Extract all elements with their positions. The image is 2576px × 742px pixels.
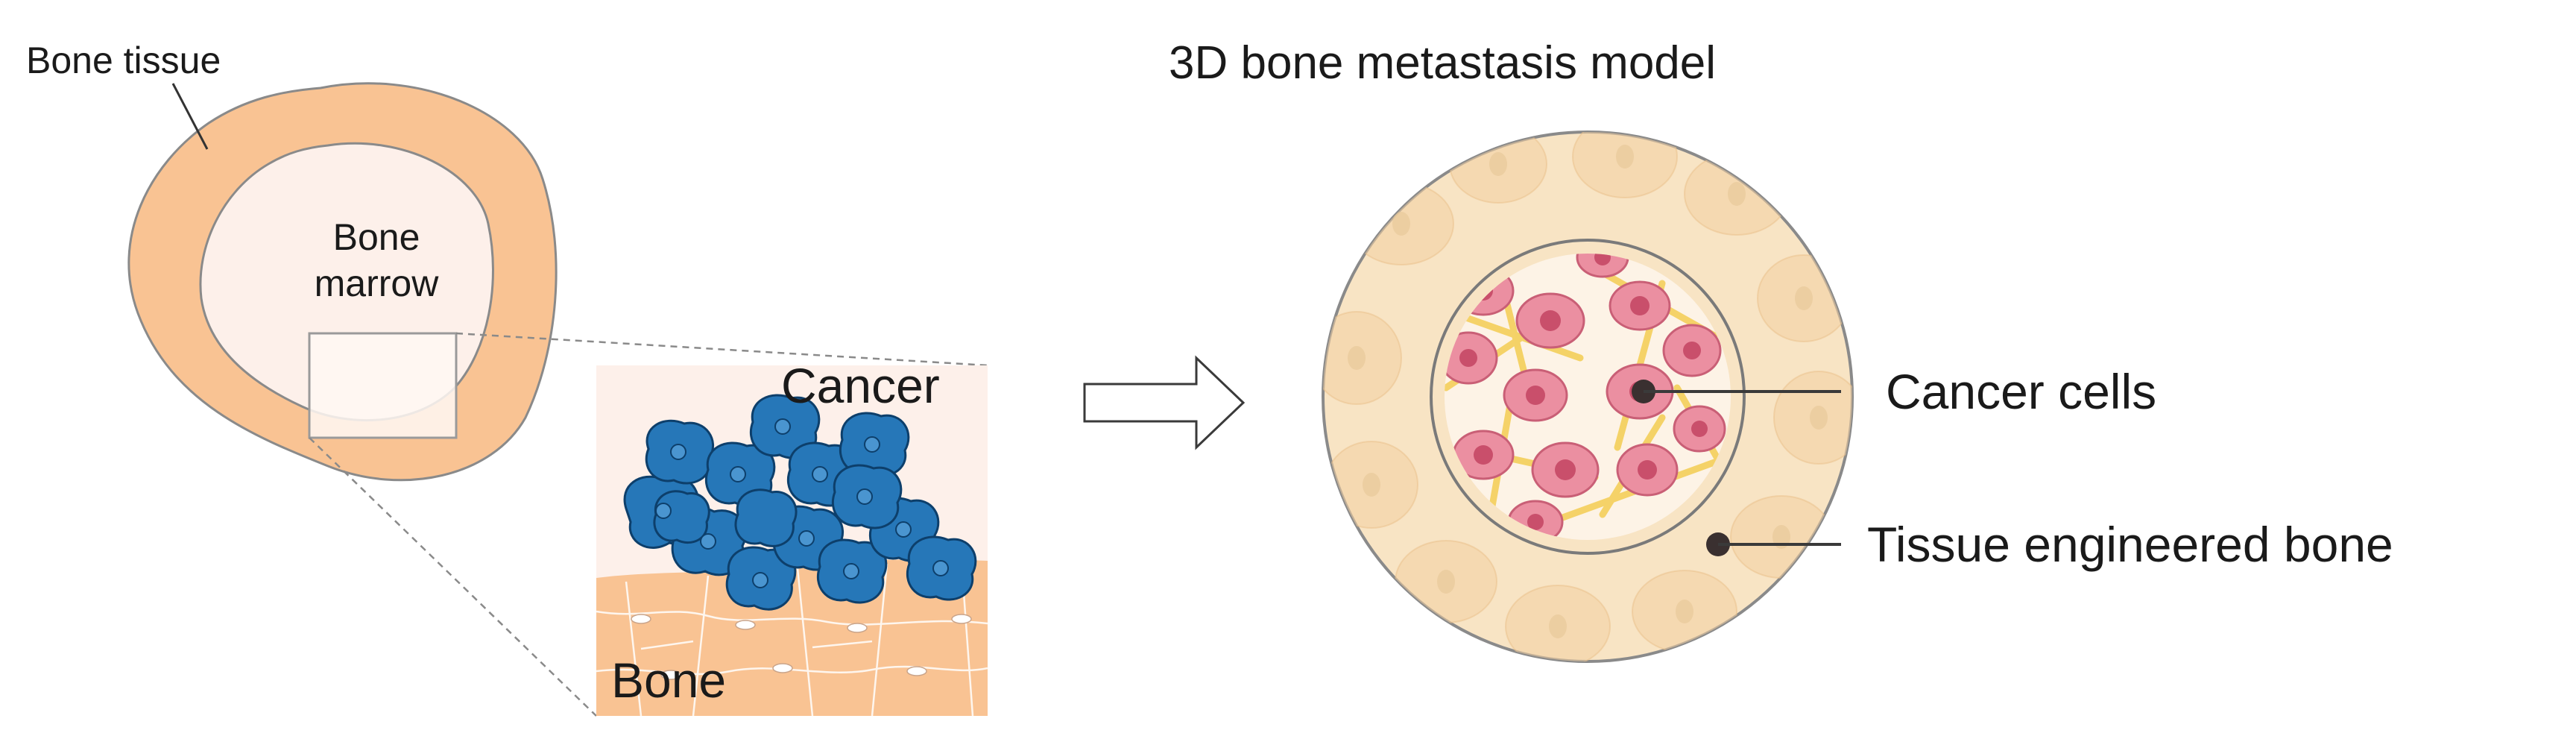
callout-label-cancer-cells: Cancer cells bbox=[1886, 364, 2156, 419]
osteocytes bbox=[631, 614, 972, 680]
model-title: 3D bone metastasis model bbox=[1169, 37, 1716, 89]
cancer-core-contents bbox=[1445, 254, 1731, 540]
metastasis-model: Cancer cells Tissue engineered bone bbox=[1322, 131, 2393, 663]
callout-cancer-cells: Cancer cells bbox=[1632, 364, 2156, 419]
cancer-cell-nuclei bbox=[655, 418, 949, 588]
bone-cross-section: Bone tissue Bone marrow bbox=[26, 40, 988, 717]
zoom-inset: Cancer Bone bbox=[596, 358, 988, 716]
bone-marrow-label-line2: marrow bbox=[315, 262, 440, 304]
inset-bone-label: Bone bbox=[611, 653, 726, 708]
right-arrow-icon bbox=[1083, 355, 1246, 450]
zoom-line-bottom bbox=[309, 437, 597, 717]
zoom-selection-box bbox=[308, 332, 458, 439]
callout-label-engineered-bone: Tissue engineered bone bbox=[1867, 517, 2393, 572]
inset-cancer-label: Cancer bbox=[781, 358, 940, 413]
zoom-line-top bbox=[455, 332, 988, 367]
inset-bone-layer bbox=[596, 559, 988, 716]
bone-marrow-label-line1: Bone bbox=[333, 216, 420, 258]
bone-tissue-label: Bone tissue bbox=[26, 40, 221, 81]
bone-tissue-leader bbox=[171, 83, 209, 150]
callout-engineered-bone: Tissue engineered bone bbox=[1706, 517, 2393, 572]
